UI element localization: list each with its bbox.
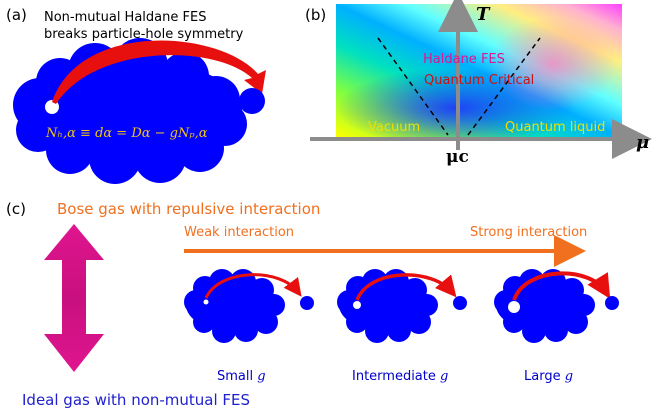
- panel-a-caption-line1: Non-mutual Haldane FES: [44, 10, 206, 25]
- cloud-large: [13, 38, 247, 184]
- panel-b-label: (b): [305, 6, 326, 24]
- red-arrow-small: [204, 273, 302, 299]
- panel-a-caption-line2: breaks particle-hole symmetry: [44, 27, 244, 42]
- red-curved-arrow: [52, 40, 266, 104]
- panel-a-label: (a): [6, 6, 27, 24]
- hole-small: [203, 299, 209, 305]
- fes-formula: Nₕ,α ≡ dα = Dα − gNₚ,α: [45, 126, 208, 141]
- strong-interaction-label: Strong interaction: [470, 225, 587, 240]
- bose-gas-label: Bose gas with repulsive interaction: [57, 200, 320, 218]
- weak-interaction-label: Weak interaction: [184, 225, 294, 240]
- particle-small: [239, 88, 265, 114]
- haldane-fes-label: Haldane FES: [423, 52, 505, 67]
- crossover-line-right: [467, 37, 541, 136]
- cloud-intermediate-g: [337, 269, 438, 343]
- mu-c-label: μc: [446, 147, 469, 167]
- panel-c-label: (c): [6, 200, 26, 218]
- red-arrow-large: [512, 271, 611, 301]
- cloud-small-g: [184, 269, 285, 343]
- quantum-critical-label: Quantum Critical: [424, 73, 534, 88]
- crossover-line-left: [377, 37, 449, 136]
- quantum-liquid-label: Quantum liquid: [505, 120, 605, 135]
- t-axis-label: T: [476, 4, 491, 25]
- ideal-gas-label: Ideal gas with non-mutual FES: [22, 391, 250, 409]
- case-label-intermediate: Intermediate g: [352, 369, 448, 384]
- hole-large: [508, 301, 520, 313]
- case-label-large: Large g: [524, 369, 573, 384]
- vacuum-label: Vacuum: [368, 120, 420, 135]
- case-label-small: Small g: [217, 369, 266, 384]
- hole-intermediate: [353, 301, 361, 309]
- magenta-double-arrow: [44, 224, 104, 372]
- particle-small-g: [300, 296, 314, 310]
- particle-intermediate-g: [453, 296, 467, 310]
- red-arrow-intermediate: [355, 273, 457, 301]
- particle-large-g: [605, 296, 619, 310]
- mu-axis-label: μ: [636, 132, 649, 153]
